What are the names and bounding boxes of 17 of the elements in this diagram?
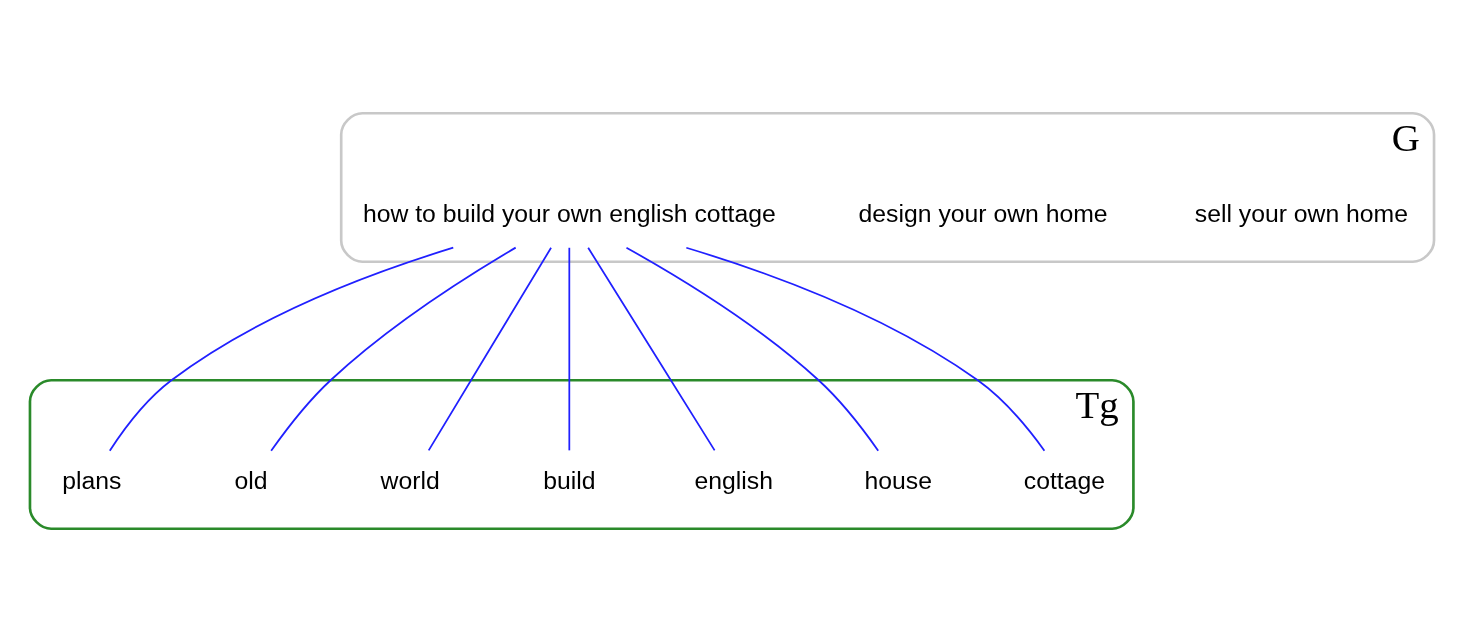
node-text: sell your own home [1194,199,1409,227]
connector [108,246,455,452]
node-text: build [543,466,596,494]
node-text: design your own home [858,199,1108,227]
node-text: world [380,466,440,494]
connector [685,246,1046,452]
node-text: old [234,466,268,494]
connector [270,246,517,452]
node-text: house [864,466,932,494]
node-text: plans [62,466,122,494]
connector [427,246,552,451]
node-text: cottage [1023,466,1106,494]
node-text: how to build your own english cottage [362,199,776,227]
node-text: english [694,466,773,494]
connector [568,246,571,451]
connector [625,246,880,452]
connector [587,246,716,451]
